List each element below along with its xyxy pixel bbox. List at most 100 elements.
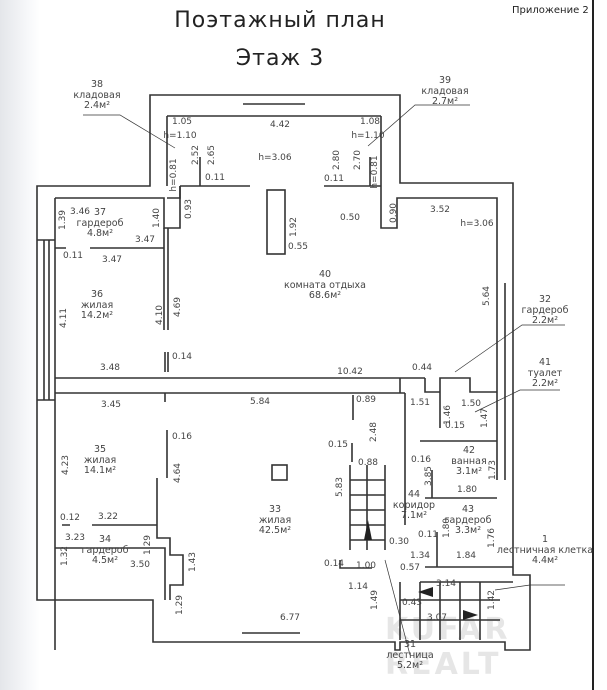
dimension-label: 1.73 xyxy=(488,459,498,481)
dimension-label: 1.05 xyxy=(171,117,193,127)
room-area: 14.2м² xyxy=(80,310,114,321)
walls xyxy=(36,94,531,651)
room-area: 68.6м² xyxy=(308,290,342,301)
dimension-label: 2.52 xyxy=(191,144,201,166)
watermark: KUFAR REALT xyxy=(385,612,511,682)
dimension-label: 1.50 xyxy=(460,399,482,409)
dimension-label: 1.29 xyxy=(143,534,153,556)
dimension-label: 0.43 xyxy=(401,598,423,608)
room-num: 38 xyxy=(90,79,104,90)
dimension-label: 1.43 xyxy=(188,551,198,573)
dimension-label: h=3.06 xyxy=(258,153,292,163)
dimension-label: 1.42 xyxy=(487,589,497,611)
room-name: кладовая xyxy=(421,85,469,97)
dimension-label: 0.15 xyxy=(327,440,349,450)
dimension-label: 1.32 xyxy=(60,545,70,567)
room-name: гардероб xyxy=(521,304,569,316)
dimension-label: 1.29 xyxy=(175,594,185,616)
scan-shadow xyxy=(0,0,40,690)
dimension-label: h=0.81 xyxy=(370,155,380,189)
leader-lines xyxy=(83,104,565,656)
dimension-label: 1.92 xyxy=(289,216,299,238)
dimension-label: 1.76 xyxy=(487,527,497,549)
dimension-label: 2.48 xyxy=(369,421,379,443)
dimension-label: 1.47 xyxy=(480,407,490,429)
dimension-label: 0.16 xyxy=(171,432,193,442)
dimension-label: 0.11 xyxy=(204,173,226,183)
room-num: 37 xyxy=(93,207,107,218)
room-name: туалет xyxy=(527,367,563,379)
room-name: лестница xyxy=(386,649,434,661)
dimension-label: 0.89 xyxy=(355,395,377,405)
room-name: жилая xyxy=(80,299,114,311)
room-num: 40 xyxy=(318,269,332,280)
dimension-label: 0.11 xyxy=(417,530,439,540)
dimension-label: 4.10 xyxy=(155,304,165,326)
dimension-label: 2.80 xyxy=(332,149,342,171)
room-num: 33 xyxy=(268,504,282,515)
room-area: 3.3м² xyxy=(454,525,482,536)
dimension-label: 0.93 xyxy=(184,198,194,220)
dimension-label: 3.46 xyxy=(69,207,91,217)
dimension-label: 3.85 xyxy=(424,465,434,487)
room-num: 32 xyxy=(538,294,552,305)
dimension-label: 3.45 xyxy=(100,400,122,410)
plan-title: Поэтажный план xyxy=(174,8,386,33)
room-area: 3.1м² xyxy=(455,466,483,477)
room-num: 42 xyxy=(462,445,476,456)
dimension-label: h=1.10 xyxy=(351,131,385,141)
dimension-label: 4.42 xyxy=(269,120,291,130)
dimension-label: 0.44 xyxy=(411,363,433,373)
dimension-label: 0.14 xyxy=(323,559,345,569)
dimension-label: 0.50 xyxy=(339,213,361,223)
floor-title: Этаж 3 xyxy=(235,46,325,71)
dimension-label: 0.15 xyxy=(444,421,466,431)
room-num: 36 xyxy=(90,289,104,300)
stair-arrows xyxy=(364,520,478,620)
dimension-label: 3.47 xyxy=(101,255,123,265)
dimension-label: 5.84 xyxy=(249,397,271,407)
dimension-label: h=1.10 xyxy=(163,131,197,141)
dimension-label: 1.49 xyxy=(370,589,380,611)
dimension-label: 3.14 xyxy=(435,579,457,589)
room-num: 39 xyxy=(438,75,452,86)
room-area: 14.1м² xyxy=(83,465,117,476)
room-name: гардероб xyxy=(444,514,492,526)
room-area: 42.5м² xyxy=(258,525,292,536)
room-name: жилая xyxy=(83,454,117,466)
dimension-label: 1.84 xyxy=(455,551,477,561)
room-num: 31 xyxy=(403,639,417,650)
dimension-label: 1.40 xyxy=(152,207,162,229)
dimension-label: 3.50 xyxy=(129,560,151,570)
dimension-label: 4.69 xyxy=(173,296,183,318)
page-frame-line xyxy=(592,0,594,690)
room-area: 2.4м² xyxy=(83,100,111,111)
dimension-label: 5.64 xyxy=(482,285,492,307)
dimension-label: 1.80 xyxy=(456,485,478,495)
dimension-label: 1.80 xyxy=(442,517,452,539)
room-num: 43 xyxy=(461,504,475,515)
room-num: 35 xyxy=(93,444,107,455)
dimension-label: 0.88 xyxy=(357,458,379,468)
dimension-label: 5.83 xyxy=(335,476,345,498)
room-area: 5.2м² xyxy=(396,660,424,671)
dimension-label: 1.00 xyxy=(355,561,377,571)
room-area: 2.2м² xyxy=(531,378,559,389)
room-name: комната отдыха xyxy=(284,279,366,291)
dimension-label: 4.23 xyxy=(61,454,71,476)
dimension-label: 1.51 xyxy=(409,398,431,408)
room-name: ванная xyxy=(451,455,487,467)
dimension-label: 3.47 xyxy=(134,235,156,245)
dimension-label: 0.11 xyxy=(62,251,84,261)
room-area: 2.2м² xyxy=(531,315,559,326)
